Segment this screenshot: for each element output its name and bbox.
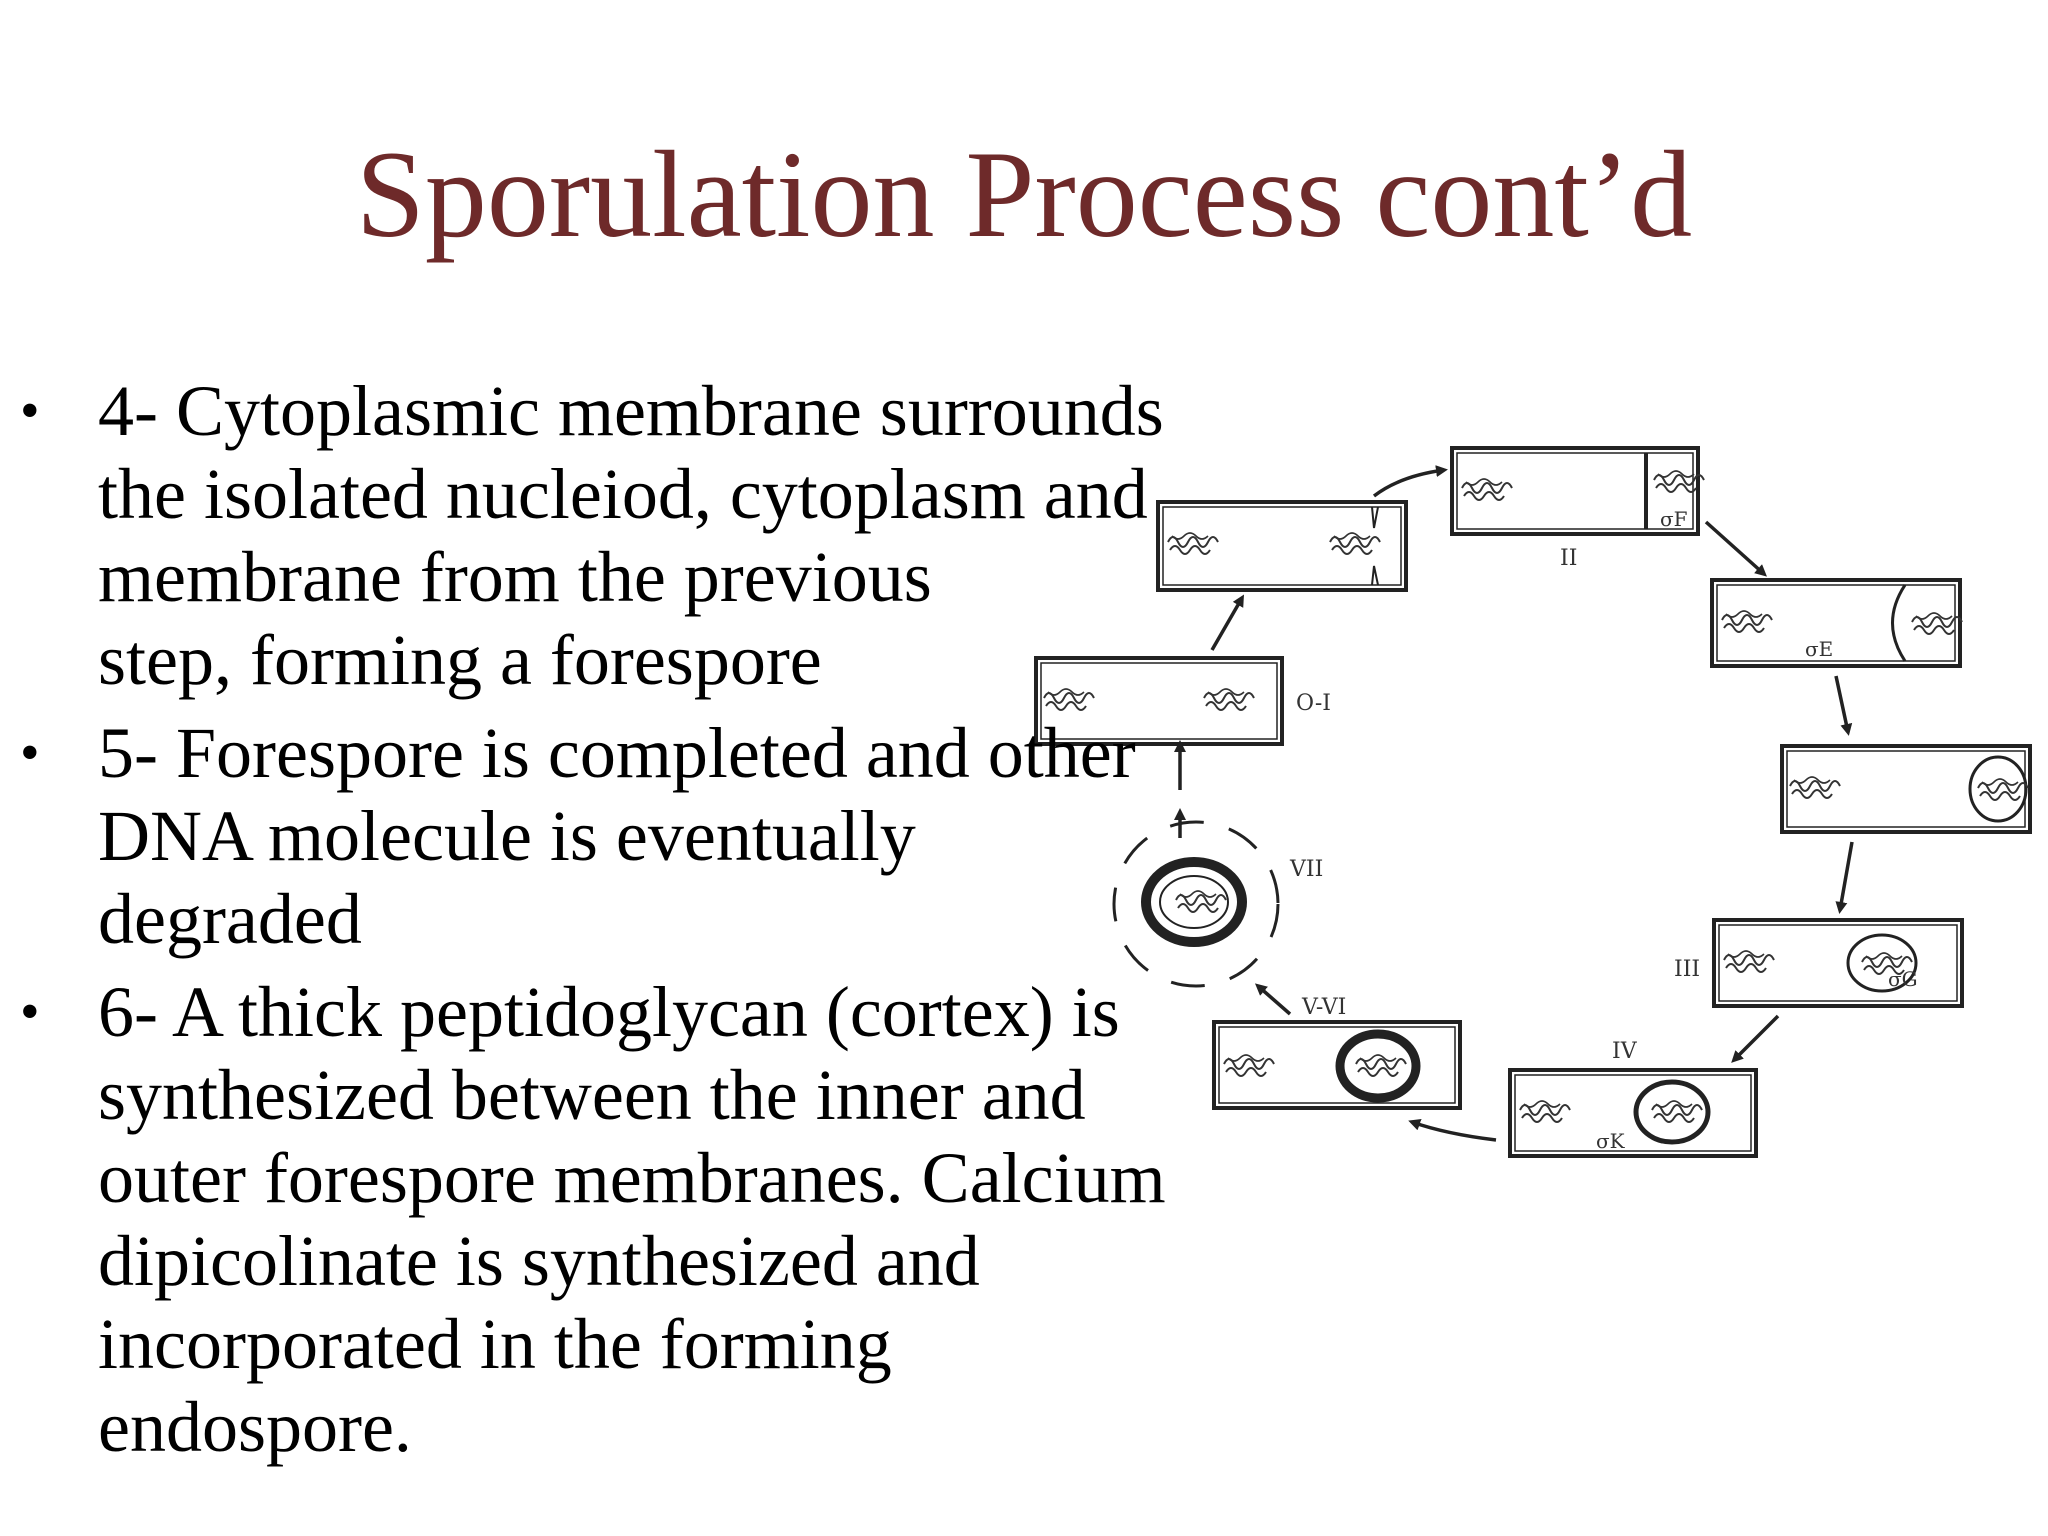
bullet-dot: • [20,722,40,784]
stage-forespore-cell [1780,744,2032,834]
bullet-item-5: • 5- Forespore is completed and other DN… [0,712,1300,961]
bullet-line: synthesized between the inner and [98,1055,1086,1135]
bullet-line: membrane from the previous [98,537,932,617]
stage-iv-cell [1508,1068,1758,1158]
bullet-item-6: • 6- A thick peptidoglycan (cortex) is s… [0,971,1300,1469]
stage-label-iv: IV [1612,1039,1638,1064]
sigma-k-label: σK [1596,1129,1626,1153]
stage-0-1-cell [1034,656,1284,746]
stage-iii-cell [1712,918,1964,1008]
slide-title: Sporulation Process cont’d [355,126,1693,263]
bullet-line: degraded [98,879,362,959]
cycle-arrows [1174,465,1854,1142]
bullet-line: 6- A thick peptidoglycan (cortex) is [98,972,1120,1052]
bullet-dot: • [20,981,40,1043]
sigma-e-label: σE [1805,637,1833,661]
bullet-dot: • [20,380,40,442]
bullet-line: the isolated nucleiod, cytoplasm and [98,454,1148,534]
bullet-line: incorporated in the forming [98,1304,892,1384]
bullet-line: DNA molecule is eventually [98,796,916,876]
stage-ii-cell [1450,446,1705,536]
bullet-line: step, forming a forespore [98,620,822,700]
stage-label-iii: III [1674,957,1700,982]
bullet-item-4: • 4- Cytoplasmic membrane surrounds the … [0,370,1300,702]
stage-engulfment-cell [1710,578,1963,668]
sigma-f-label: σF [1660,507,1688,531]
stage-septation-cell [1156,500,1408,592]
stage-v-vi-cell [1212,1020,1462,1110]
stage-label-0-1: O-I [1296,691,1331,716]
bullet-line: 5- Forespore is completed and other [98,713,1136,793]
stage-vii-spore [1112,820,1280,988]
bullet-line: dipicolinate is synthesized and [98,1221,980,1301]
sigma-g-label: σG [1888,967,1918,991]
stage-label-vii: VII [1289,857,1323,882]
bullet-line: outer forespore membranes. Calcium [98,1138,1166,1218]
stage-label-ii: II [1560,546,1577,571]
stage-label-v-vi: V-VI [1301,995,1346,1020]
bullet-line: endospore. [98,1387,412,1467]
bullet-line: 4- Cytoplasmic membrane surrounds [98,371,1164,451]
bullet-list: • 4- Cytoplasmic membrane surrounds the … [0,370,1300,1479]
